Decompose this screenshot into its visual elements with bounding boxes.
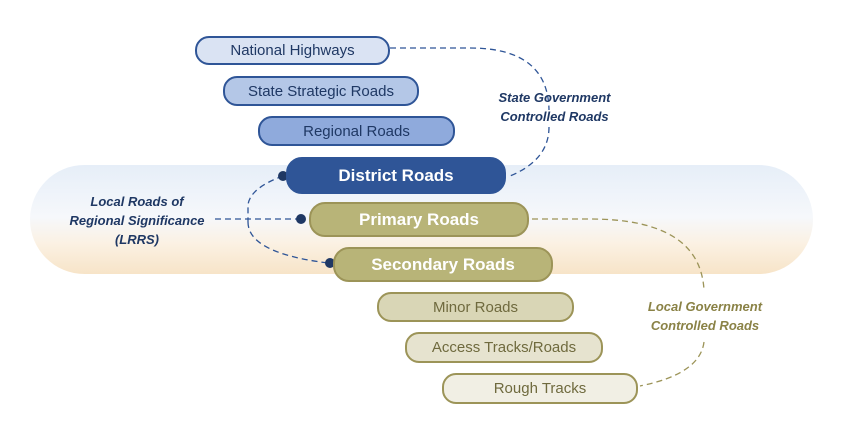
secondary-roads-connector-dot bbox=[325, 258, 335, 268]
road-national-highways: National Highways bbox=[195, 36, 390, 65]
state-government-label: State Government Controlled Roads bbox=[477, 88, 632, 126]
road-minor-roads: Minor Roads bbox=[377, 292, 574, 322]
label-line: Controlled Roads bbox=[500, 109, 609, 124]
lrrs-label: Local Roads of Regional Significance (LR… bbox=[57, 192, 217, 249]
road-regional-roads: Regional Roads bbox=[258, 116, 455, 146]
road-label: National Highways bbox=[230, 42, 355, 59]
road-primary-roads: Primary Roads bbox=[309, 202, 529, 237]
road-secondary-roads: Secondary Roads bbox=[333, 247, 553, 282]
road-access-tracks-roads: Access Tracks/Roads bbox=[405, 332, 603, 363]
label-line: State Government bbox=[498, 90, 611, 105]
road-label: District Roads bbox=[338, 165, 454, 185]
lrrs-connector-top bbox=[247, 175, 284, 222]
state-connector-bottom bbox=[509, 126, 550, 177]
local-connector-bottom bbox=[639, 341, 705, 387]
road-rough-tracks: Rough Tracks bbox=[442, 373, 638, 404]
label-line: Controlled Roads bbox=[650, 318, 760, 333]
primary-roads-connector-dot bbox=[296, 214, 306, 224]
road-label: Regional Roads bbox=[303, 122, 410, 140]
label-line: Local Roads of bbox=[90, 194, 184, 209]
road-district-roads: District Roads bbox=[286, 157, 506, 194]
district-roads-connector-dot bbox=[278, 171, 288, 181]
road-label: Minor Roads bbox=[432, 298, 519, 316]
road-label: Primary Roads bbox=[359, 209, 479, 229]
local-government-label: Local Government Controlled Roads bbox=[630, 297, 780, 335]
label-line: Regional Significance bbox=[69, 213, 205, 228]
road-label: Rough Tracks bbox=[493, 380, 587, 397]
road-label: Secondary Roads bbox=[371, 254, 515, 274]
local-connector-top bbox=[532, 218, 705, 291]
label-line: (LRRS) bbox=[114, 232, 160, 247]
road-label: Access Tracks/Roads bbox=[431, 339, 577, 356]
lrrs-connector-bottom bbox=[247, 221, 329, 264]
road-state-strategic-roads: State Strategic Roads bbox=[223, 76, 419, 106]
label-line: Local Government bbox=[647, 299, 763, 314]
road-label: State Strategic Roads bbox=[248, 82, 394, 100]
